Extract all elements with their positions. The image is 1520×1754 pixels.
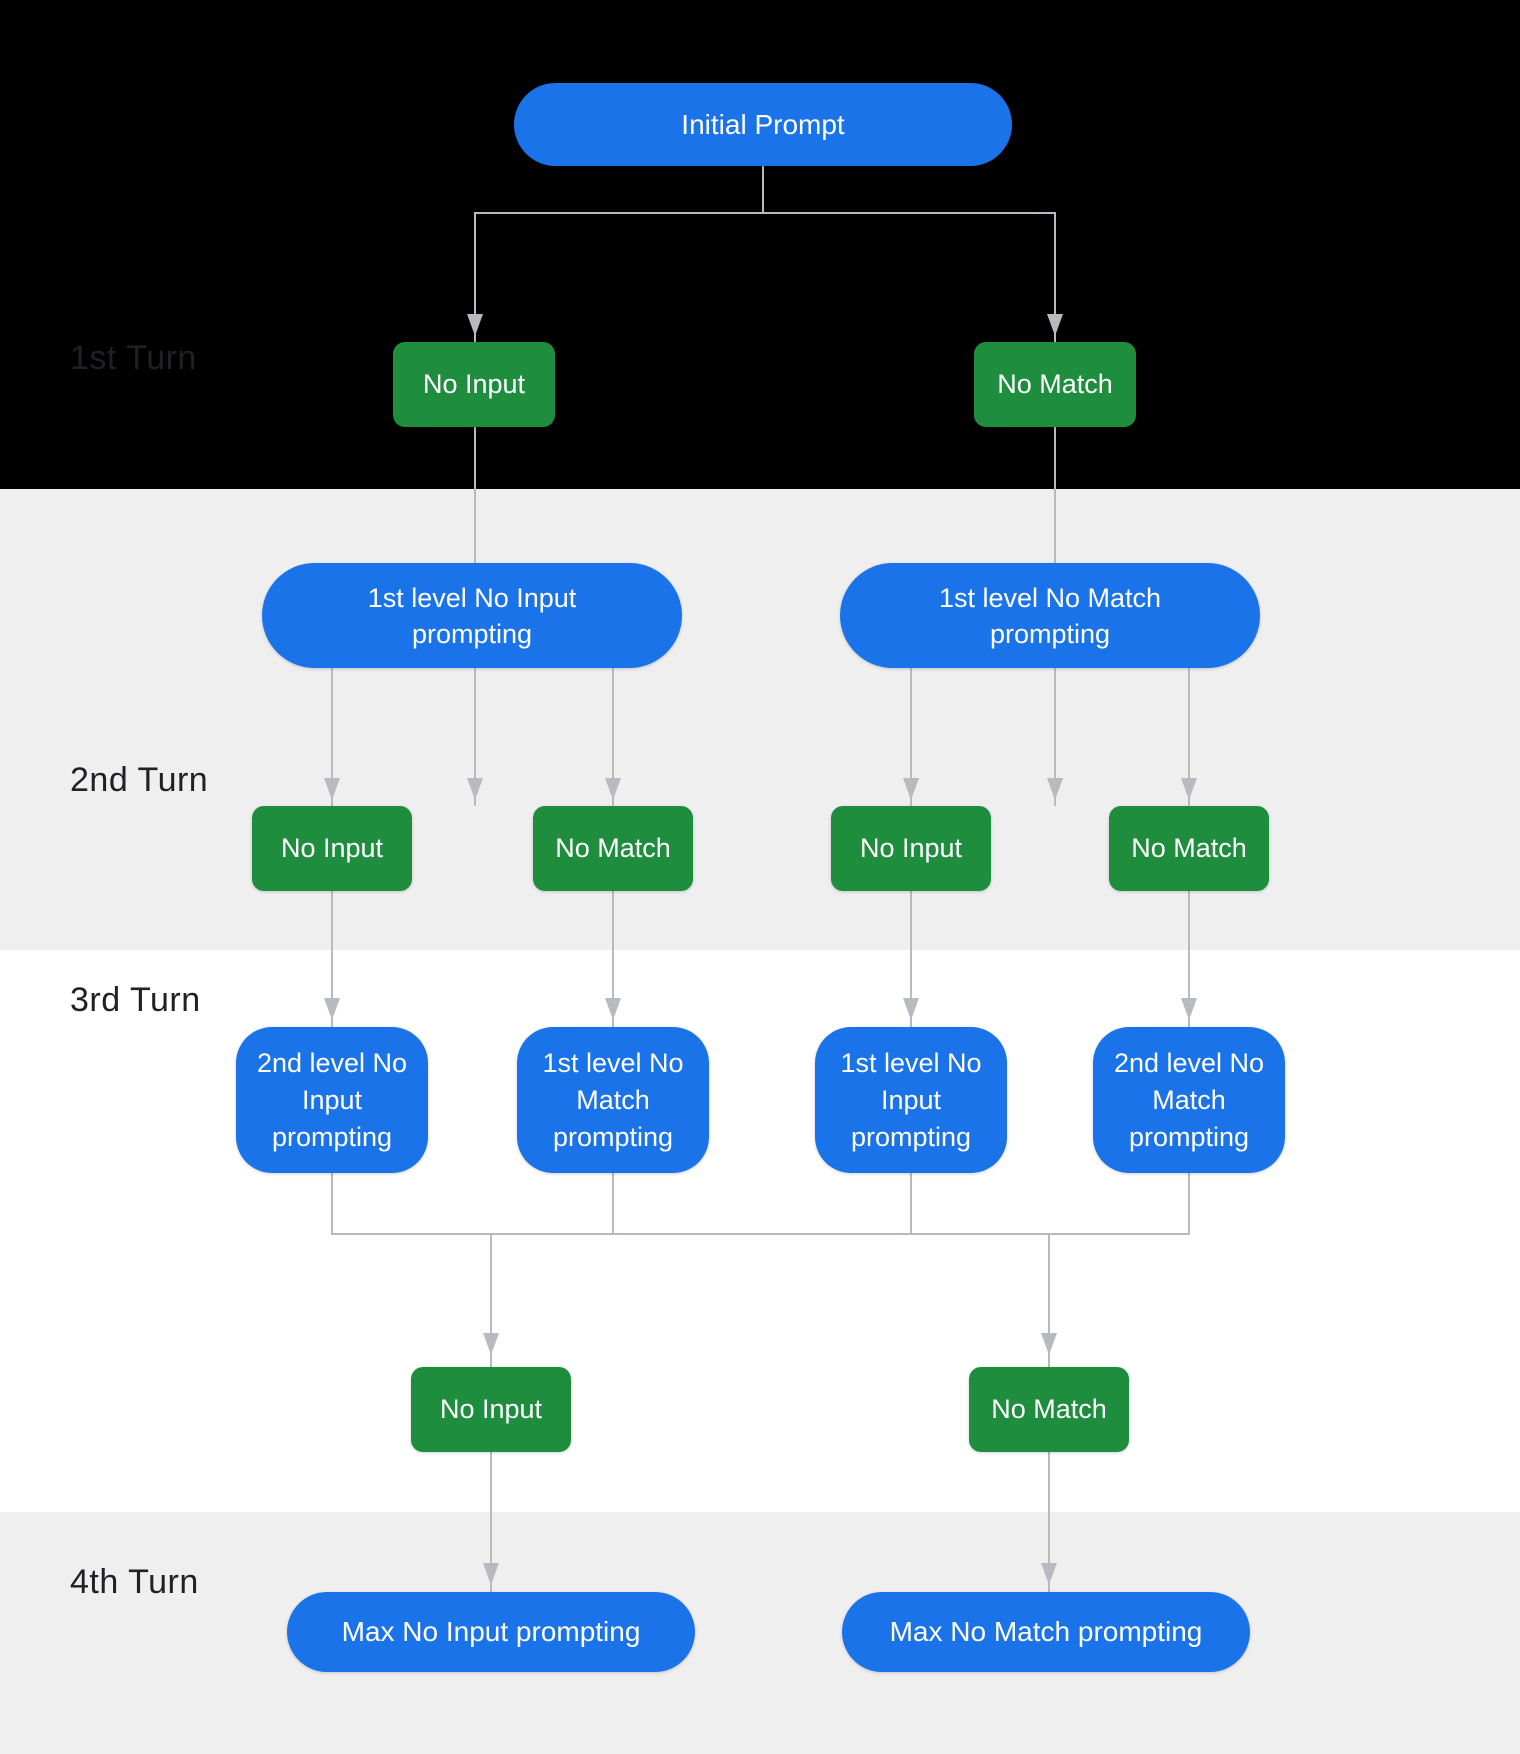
node-text-line: prompting <box>989 618 1111 649</box>
node-t3-1st-level-no-match-prompting: 1st level No Match prompting <box>517 1027 709 1173</box>
node-text-line: 2nd level No <box>1113 1047 1265 1078</box>
arrow-head-icon <box>903 778 919 800</box>
node-t3-2nd-level-no-input-prompting: 2nd level No Input prompting <box>236 1027 428 1173</box>
node-text-line: prompting <box>271 1121 393 1152</box>
flow-line <box>474 212 1056 214</box>
flow-line <box>910 1173 912 1235</box>
node-text-line: 2nd level No <box>256 1047 408 1078</box>
arrow-head-icon <box>1047 314 1063 336</box>
arrow-head-icon <box>605 998 621 1020</box>
arrow-head-icon <box>903 998 919 1020</box>
arrow-head-icon <box>1041 1333 1057 1355</box>
node-text-line: 1st level No <box>840 1047 982 1078</box>
arrow-head-icon <box>1041 1563 1057 1585</box>
node-t4-max-no-match-prompting: Max No Match prompting <box>842 1592 1250 1672</box>
turn1-label: 1st Turn <box>70 339 197 377</box>
node-t2-no-match-right: No Match <box>1109 806 1269 891</box>
arrow-head-icon <box>1181 778 1197 800</box>
node-t3-1st-level-no-input-prompting: 1st level No Input prompting <box>815 1027 1007 1173</box>
node-t3-no-input-merged: No Input <box>411 1367 571 1452</box>
arrow-head-icon <box>324 998 340 1020</box>
turn2-label: 2nd Turn <box>70 761 209 799</box>
flow-line <box>1048 1234 1050 1367</box>
node-t1-no-input: No Input <box>393 342 555 427</box>
node-t2-no-input-left: No Input <box>252 806 412 891</box>
node-text-line: prompting <box>552 1121 674 1152</box>
node-t1-no-match: No Match <box>974 342 1136 427</box>
flow-line <box>490 1234 492 1367</box>
flow-line <box>612 891 614 1027</box>
turn3-label: 3rd Turn <box>70 981 201 1019</box>
flow-line <box>1188 1173 1190 1235</box>
flow-line <box>910 891 912 1027</box>
node-t2-no-match-left: No Match <box>533 806 693 891</box>
flow-line <box>612 668 614 806</box>
flow-line <box>331 668 333 806</box>
arrow-head-icon <box>483 1563 499 1585</box>
node-t3-2nd-level-no-match-prompting: 2nd level No Match prompting <box>1093 1027 1285 1173</box>
flow-line <box>331 1173 333 1235</box>
flow-line <box>1188 668 1190 806</box>
node-text-line: prompting <box>1128 1121 1250 1152</box>
arrow-head-icon <box>605 778 621 800</box>
arrow-head-icon <box>1047 778 1063 800</box>
node-t2-1st-level-no-match-prompting: 1st level No Match prompting <box>840 563 1260 668</box>
node-initial-prompt: Initial Prompt <box>514 83 1012 166</box>
flow-line <box>910 668 912 806</box>
node-text-line: prompting <box>850 1121 972 1152</box>
section-turn4-bg <box>0 1512 1520 1754</box>
flow-line <box>331 1233 1190 1235</box>
arrow-head-icon <box>483 1333 499 1355</box>
node-text-line: Input <box>880 1084 942 1115</box>
node-t2-1st-level-no-input-prompting: 1st level No Input prompting <box>262 563 682 668</box>
arrow-head-icon <box>1181 998 1197 1020</box>
flow-line <box>1048 1452 1050 1592</box>
node-t2-no-input-right: No Input <box>831 806 991 891</box>
node-text-line: prompting <box>411 618 533 649</box>
node-t4-max-no-input-prompting: Max No Input prompting <box>287 1592 695 1672</box>
flow-line <box>331 891 333 1027</box>
arrow-head-icon <box>467 778 483 800</box>
flow-line <box>474 212 476 342</box>
node-text-line: 1st level No Input <box>367 582 577 613</box>
section-turn3-bg <box>0 950 1520 1512</box>
node-text-line: 1st level No <box>542 1047 684 1078</box>
node-text-line: Match <box>576 1084 650 1115</box>
node-text-line: Input <box>301 1084 363 1115</box>
flow-line <box>1188 891 1190 1027</box>
section-turn2-bg <box>0 489 1520 950</box>
flow-line <box>612 1173 614 1235</box>
node-text-line: Match <box>1152 1084 1226 1115</box>
flow-line <box>1054 212 1056 342</box>
arrow-head-icon <box>467 314 483 336</box>
node-text-line: 1st level No Match <box>938 582 1162 613</box>
arrow-head-icon <box>324 778 340 800</box>
flow-line <box>762 166 764 213</box>
node-t3-no-match-merged: No Match <box>969 1367 1129 1452</box>
flow-line <box>490 1452 492 1592</box>
turn4-label: 4th Turn <box>70 1563 199 1601</box>
section-turn1-bg <box>0 0 1520 489</box>
